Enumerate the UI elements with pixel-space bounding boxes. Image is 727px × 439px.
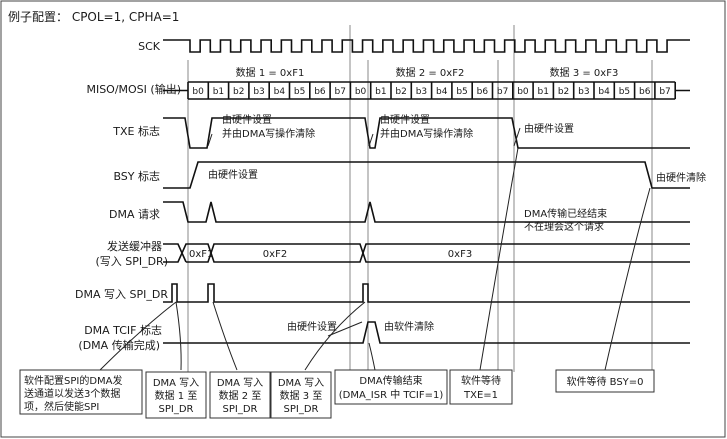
bit-row-outline (163, 81, 690, 100)
label-dma-write: DMA 写入 SPI_DR (75, 288, 168, 301)
svg-text:项，然后使能SPI: 项，然后使能SPI (24, 400, 99, 413)
bit-label: b7 (659, 87, 670, 97)
svg-text:DMA传输结束: DMA传输结束 (359, 374, 422, 387)
note-box-sw-config: 软件配置SPI的DMA发 送通道以发送3个数据 项，然后使能SPI (19, 369, 143, 415)
bsy-hw-clear: 由硬件清除 (656, 171, 706, 184)
note-box-dma-write-1: DMA 写入 数据 1 至 SPI_DR (145, 371, 207, 419)
bit-label: b5 (619, 87, 630, 97)
bsy-waveform (163, 161, 690, 189)
dma-write-waveform (163, 283, 690, 303)
bit-label: b1 (375, 87, 386, 97)
txe-hw-set-3: 由硬件设置 (524, 122, 574, 135)
label-txe: TXE 标志 (112, 124, 160, 138)
label-tcif-sub: (DMA 传输完成) (78, 338, 160, 352)
tcif-sw-clear: 由软件清除 (384, 320, 434, 333)
bit-label: b0 (192, 87, 204, 97)
txe-hw-set-2: 由硬件设置 (380, 113, 430, 126)
svg-text:DMA 写入: DMA 写入 (217, 377, 263, 389)
bit-label: b7 (335, 87, 346, 97)
txe-dma-clear-1: 并由DMA写操作清除 (222, 127, 315, 140)
bit-label: b4 (274, 87, 286, 97)
diagram-title: 例子配置： CPOL=1, CPHA=1 (8, 10, 179, 24)
bit-label: b4 (598, 87, 610, 97)
note-box-dma-complete: DMA传输结束 (DMA_ISR 中 TCIF=1) (334, 369, 448, 405)
bit-label: b2 (558, 87, 569, 97)
svg-text:SPI_DR: SPI_DR (284, 404, 319, 415)
svg-text:SPI_DR: SPI_DR (159, 404, 194, 415)
txe-hw-set-1: 由硬件设置 (222, 113, 272, 126)
dma-done-note-2: 不在理会这个请求 (524, 220, 604, 233)
label-bsy: BSY 标志 (113, 169, 160, 183)
bit-label: b1 (538, 87, 549, 97)
note-box-dma-write-3: DMA 写入 数据 3 至 SPI_DR (270, 371, 332, 419)
data-label-3: 数据 3 = 0xF3 (550, 66, 619, 79)
svg-text:数据 3 至: 数据 3 至 (280, 389, 323, 402)
svg-text:DMA 写入: DMA 写入 (278, 377, 324, 389)
label-tx-buffer-sub: (写入 SPI_DR) (95, 255, 168, 268)
bit-label: b6 (639, 87, 651, 97)
label-dma-request: DMA 请求 (109, 208, 160, 221)
bit-label: b5 (456, 87, 467, 97)
annotation-arrows (99, 127, 651, 371)
bsy-hw-set: 由硬件设置 (208, 168, 258, 181)
buffer-value-3: 0xF3 (448, 249, 472, 260)
bit-label: b2 (233, 87, 244, 97)
dma-done-note-1: DMA传输已经结束 (524, 207, 607, 220)
dma-request-waveform (163, 201, 690, 223)
bit-label: b3 (416, 87, 427, 97)
svg-text:软件等待 BSY=0: 软件等待 BSY=0 (566, 375, 643, 388)
bit-label: b3 (253, 87, 264, 97)
note-box-dma-write-2: DMA 写入 数据 2 至 SPI_DR (209, 371, 271, 419)
tcif-hw-set: 由硬件设置 (287, 320, 337, 333)
label-sck: SCK (138, 40, 161, 53)
bit-label: b7 (497, 87, 508, 97)
note-box-wait-txe: 软件等待 TXE=1 (449, 369, 513, 405)
svg-text:TXE=1: TXE=1 (463, 390, 498, 401)
bit-label: b0 (517, 87, 529, 97)
bit-label: b0 (355, 87, 367, 97)
bit-label: b1 (213, 87, 224, 97)
bit-label: b4 (436, 87, 448, 97)
buffer-value-2: 0xF2 (263, 249, 287, 260)
svg-text:DMA 写入: DMA 写入 (153, 377, 199, 389)
svg-text:送通道以发送3个数据: 送通道以发送3个数据 (24, 387, 120, 400)
svg-text:SPI_DR: SPI_DR (223, 404, 258, 415)
bit-label: b5 (294, 87, 305, 97)
bit-label: b2 (395, 87, 406, 97)
buffer-value-1: 0xF1 (189, 249, 213, 260)
txe-waveform (163, 117, 690, 149)
label-miso-mosi: MISO/MOSI (输出) (86, 82, 181, 96)
svg-text:数据 1 至: 数据 1 至 (155, 389, 198, 402)
data-label-2: 数据 2 = 0xF2 (396, 66, 465, 79)
note-box-wait-bsy: 软件等待 BSY=0 (555, 369, 655, 393)
miso-mosi-bits: b0 b1 b2 b3 b4 b5 b6 b7 b0 b1 b2 b3 b4 b5 b6 b7 b0 b1 b2 b3… (163, 81, 690, 100)
bit-label: b3 (578, 87, 589, 97)
svg-text:数据 2 至: 数据 2 至 (219, 389, 262, 402)
svg-text:软件配置SPI的DMA发: 软件配置SPI的DMA发 (24, 374, 123, 387)
sck-waveform (163, 39, 690, 53)
bit-label: b6 (314, 87, 326, 97)
bit-label: b6 (477, 87, 489, 97)
label-tx-buffer: 发送缓冲器 (107, 239, 162, 253)
svg-text:(DMA_ISR 中 TCIF=1): (DMA_ISR 中 TCIF=1) (339, 388, 444, 401)
tx-buffer-waveform (163, 243, 690, 263)
tcif-waveform (163, 321, 690, 344)
label-tcif: DMA TCIF 标志 (84, 323, 162, 337)
svg-text:软件等待: 软件等待 (461, 374, 501, 387)
txe-dma-clear-2: 并由DMA写操作清除 (380, 127, 473, 140)
data-label-1: 数据 1 = 0xF1 (236, 66, 305, 79)
